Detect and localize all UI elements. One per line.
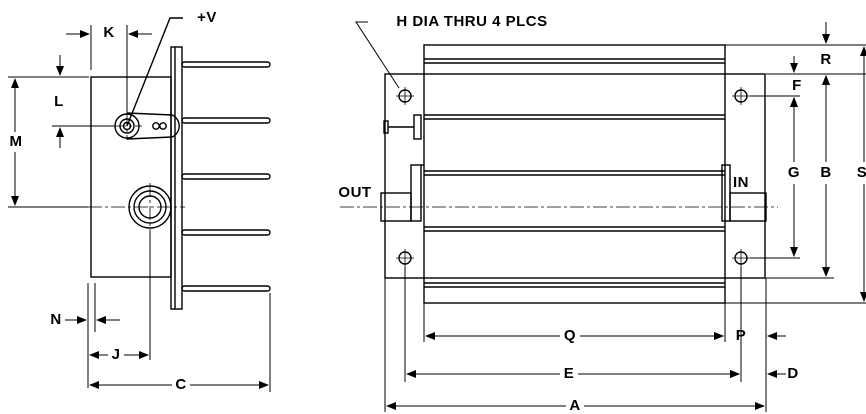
dim-label-L: L [54,93,64,110]
base-plate [384,73,766,279]
side-body [90,76,172,278]
dim-label-C: C [175,376,186,393]
label-out: OUT [338,184,371,201]
labels: +V H DIA THRU 4 PLCS OUT IN K L M N J C … [6,9,866,414]
dim-label-R: R [820,51,831,68]
label-voltage: +V [197,9,217,26]
dim-label-F: F [792,77,802,94]
dim-label-A: A [569,397,580,414]
mounting-holes [398,89,748,265]
dim-label-P: P [736,327,747,344]
side-view [88,17,271,310]
dim-label-B: B [820,164,831,181]
front-view [340,44,778,304]
dim-label-M: M [10,133,23,150]
dim-label-G: G [788,164,800,181]
dim-label-N: N [50,311,61,328]
out-connector [380,164,424,222]
cooling-fins [181,61,271,292]
dim-label-K: K [103,24,114,41]
bias-screw [383,114,422,140]
dim-label-J: J [112,346,121,363]
front-fins [424,58,725,288]
dim-label-D: D [787,365,798,382]
heatsink-body [423,44,726,304]
label-hole-callout: H DIA THRU 4 PLCS [396,13,547,30]
side-flange [170,46,183,310]
dim-label-S: S [857,164,866,181]
dim-label-E: E [564,365,575,382]
label-in: IN [733,174,749,191]
dim-label-Q: Q [564,327,576,344]
